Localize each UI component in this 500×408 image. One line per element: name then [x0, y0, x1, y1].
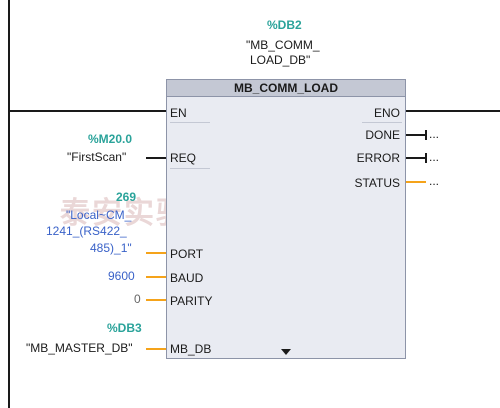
en-rung-wire [10, 110, 166, 112]
eno-output-wire [406, 110, 500, 112]
req-address: %M20.0 [88, 132, 133, 146]
pin-req: REQ [170, 151, 197, 165]
port-symbol-line2[interactable]: 1241_(RS422_ [46, 224, 127, 238]
expand-arrow-icon[interactable] [281, 349, 291, 355]
mbdb-wire [146, 348, 166, 350]
pin-en-lead [170, 122, 210, 123]
pin-mb-db: MB_DB [170, 342, 212, 356]
status-value[interactable]: ... [429, 174, 440, 188]
req-symbol[interactable]: "FirstScan" [67, 150, 127, 164]
baud-value[interactable]: 9600 [108, 269, 135, 283]
baud-wire [146, 276, 166, 278]
done-wire [406, 134, 426, 136]
done-value[interactable]: ... [429, 127, 440, 141]
port-symbol-line1[interactable]: "Local~CM_ [66, 208, 132, 222]
pin-eno: ENO [373, 106, 400, 120]
instance-db-name-line1: "MB_COMM_ [246, 38, 320, 52]
left-power-rail [8, 0, 10, 408]
pin-error: ERROR [356, 151, 400, 165]
pin-port: PORT [170, 247, 204, 261]
parity-value[interactable]: 0 [134, 292, 141, 306]
mbdb-address: %DB3 [107, 321, 142, 335]
mbdb-symbol[interactable]: "MB_MASTER_DB" [26, 341, 133, 355]
pin-req-lead [170, 168, 210, 169]
block-title: MB_COMM_LOAD [167, 80, 405, 97]
instance-db-address: %DB2 [267, 18, 302, 32]
error-wire [406, 157, 426, 159]
port-value-address: 269 [116, 190, 137, 204]
parity-wire [146, 299, 166, 301]
req-wire [146, 157, 166, 159]
port-symbol-line3[interactable]: 485)_1" [90, 241, 132, 255]
instance-db-name-line2: LOAD_DB" [250, 53, 311, 67]
pin-parity: PARITY [170, 294, 213, 308]
port-wire [146, 252, 166, 254]
pin-en: EN [170, 106, 187, 120]
pin-status: STATUS [354, 176, 400, 190]
status-wire [406, 181, 426, 183]
error-value[interactable]: ... [429, 150, 440, 164]
mb-comm-load-block[interactable]: MB_COMM_LOAD EN REQ PORT BAUD PARITY MB_… [166, 79, 406, 359]
pin-baud: BAUD [170, 271, 204, 285]
done-terminal [425, 130, 427, 140]
error-terminal [425, 153, 427, 163]
pin-done: DONE [365, 128, 400, 142]
pin-eno-lead [362, 122, 402, 123]
